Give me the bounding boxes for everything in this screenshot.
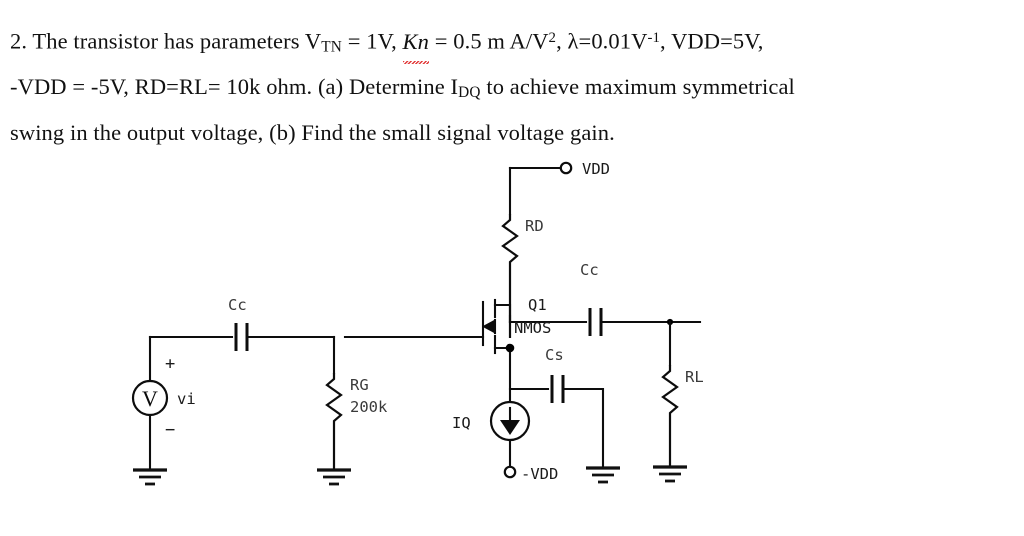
problem-line1-part-a: The transistor has parameters V xyxy=(32,28,322,54)
rd-label: RD xyxy=(525,217,544,235)
problem-statement: 2. The transistor has parameters VTN = 1… xyxy=(10,18,1014,153)
volt-squared-exponent: 2 xyxy=(548,30,557,46)
q1-bulk-arrow-icon xyxy=(482,319,496,334)
vi-voltage-source: V + − vi xyxy=(131,335,196,486)
problem-line1-part-c: = 0.5 m A/V xyxy=(429,28,549,54)
iq-arrow-down-icon xyxy=(500,420,520,435)
vi-minus-sign: − xyxy=(165,420,175,440)
problem-line2-part-b: to achieve maximum symmetrical xyxy=(480,74,795,100)
q1-label: Q1 xyxy=(528,296,547,314)
iq-current-source: IQ -VDD xyxy=(452,400,558,483)
volt-inverse-exponent: -1 xyxy=(647,30,661,46)
problem-line-3: swing in the output voltage, (b) Find th… xyxy=(10,120,615,146)
negative-vdd-label: -VDD xyxy=(521,465,558,483)
cc-input-capacitor: Cc xyxy=(148,296,336,351)
cs-label: Cs xyxy=(545,346,564,364)
cc-output-label: Cc xyxy=(580,261,599,279)
vi-plus-sign: + xyxy=(165,354,175,374)
vtn-subscript: TN xyxy=(321,38,343,56)
problem-line1-part-e: , VDD=5V, xyxy=(660,28,764,54)
rd-resistor-zigzag xyxy=(501,214,519,338)
rg-ground-symbol xyxy=(317,468,351,486)
rl-ground-symbol xyxy=(653,465,687,483)
problem-line-1: 2. The transistor has parameters VTN = 1… xyxy=(10,18,1014,67)
circuit-schematic: VDD RD Cc RL xyxy=(131,160,704,486)
rl-resistor-zigzag xyxy=(661,365,679,467)
vi-source-symbol: V xyxy=(142,386,158,411)
cs-bypass-capacitor: Cs xyxy=(508,346,620,484)
rl-label: RL xyxy=(685,368,704,386)
q1-nmos-transistor: Q1 NMOS xyxy=(343,296,551,432)
rg-branch: RG 200k xyxy=(317,335,388,486)
q1-drain-lead xyxy=(493,303,512,324)
problem-number: 2. xyxy=(10,28,28,54)
rg-value-label: 200k xyxy=(350,398,388,416)
kn-term: Kn xyxy=(402,22,430,64)
cs-ground-symbol xyxy=(586,466,620,484)
problem-line-2: -VDD = -5V, RD=RL= 10k ohm. (a) Determin… xyxy=(10,67,1014,113)
rd-branch: RD xyxy=(501,166,544,338)
vi-label: vi xyxy=(177,390,196,408)
iq-label: IQ xyxy=(452,414,471,432)
vdd-terminal-node xyxy=(559,161,573,175)
q1-source-node-dot xyxy=(505,343,515,353)
negative-vdd-terminal-node xyxy=(503,465,517,479)
idq-subscript: DQ xyxy=(458,84,481,102)
problem-line2-part-a: -VDD = -5V, RD=RL= 10k ohm. (a) Determin… xyxy=(10,74,459,100)
q1-type-label: NMOS xyxy=(514,319,551,337)
cs-right-wire xyxy=(561,387,605,470)
problem-line1-part-d: , λ=0.01V xyxy=(556,28,648,54)
vdd-terminal-group: VDD xyxy=(508,160,610,178)
cc-input-label: Cc xyxy=(228,296,247,314)
rg-label: RG xyxy=(350,376,369,394)
rl-branch: RL xyxy=(653,318,704,483)
rg-resistor-zigzag xyxy=(325,373,343,470)
vdd-label: VDD xyxy=(582,160,610,178)
cc-output-capacitor: Cc xyxy=(580,261,702,336)
vi-ground-symbol xyxy=(133,468,167,486)
problem-line1-part-b: = 1V, xyxy=(342,28,403,54)
